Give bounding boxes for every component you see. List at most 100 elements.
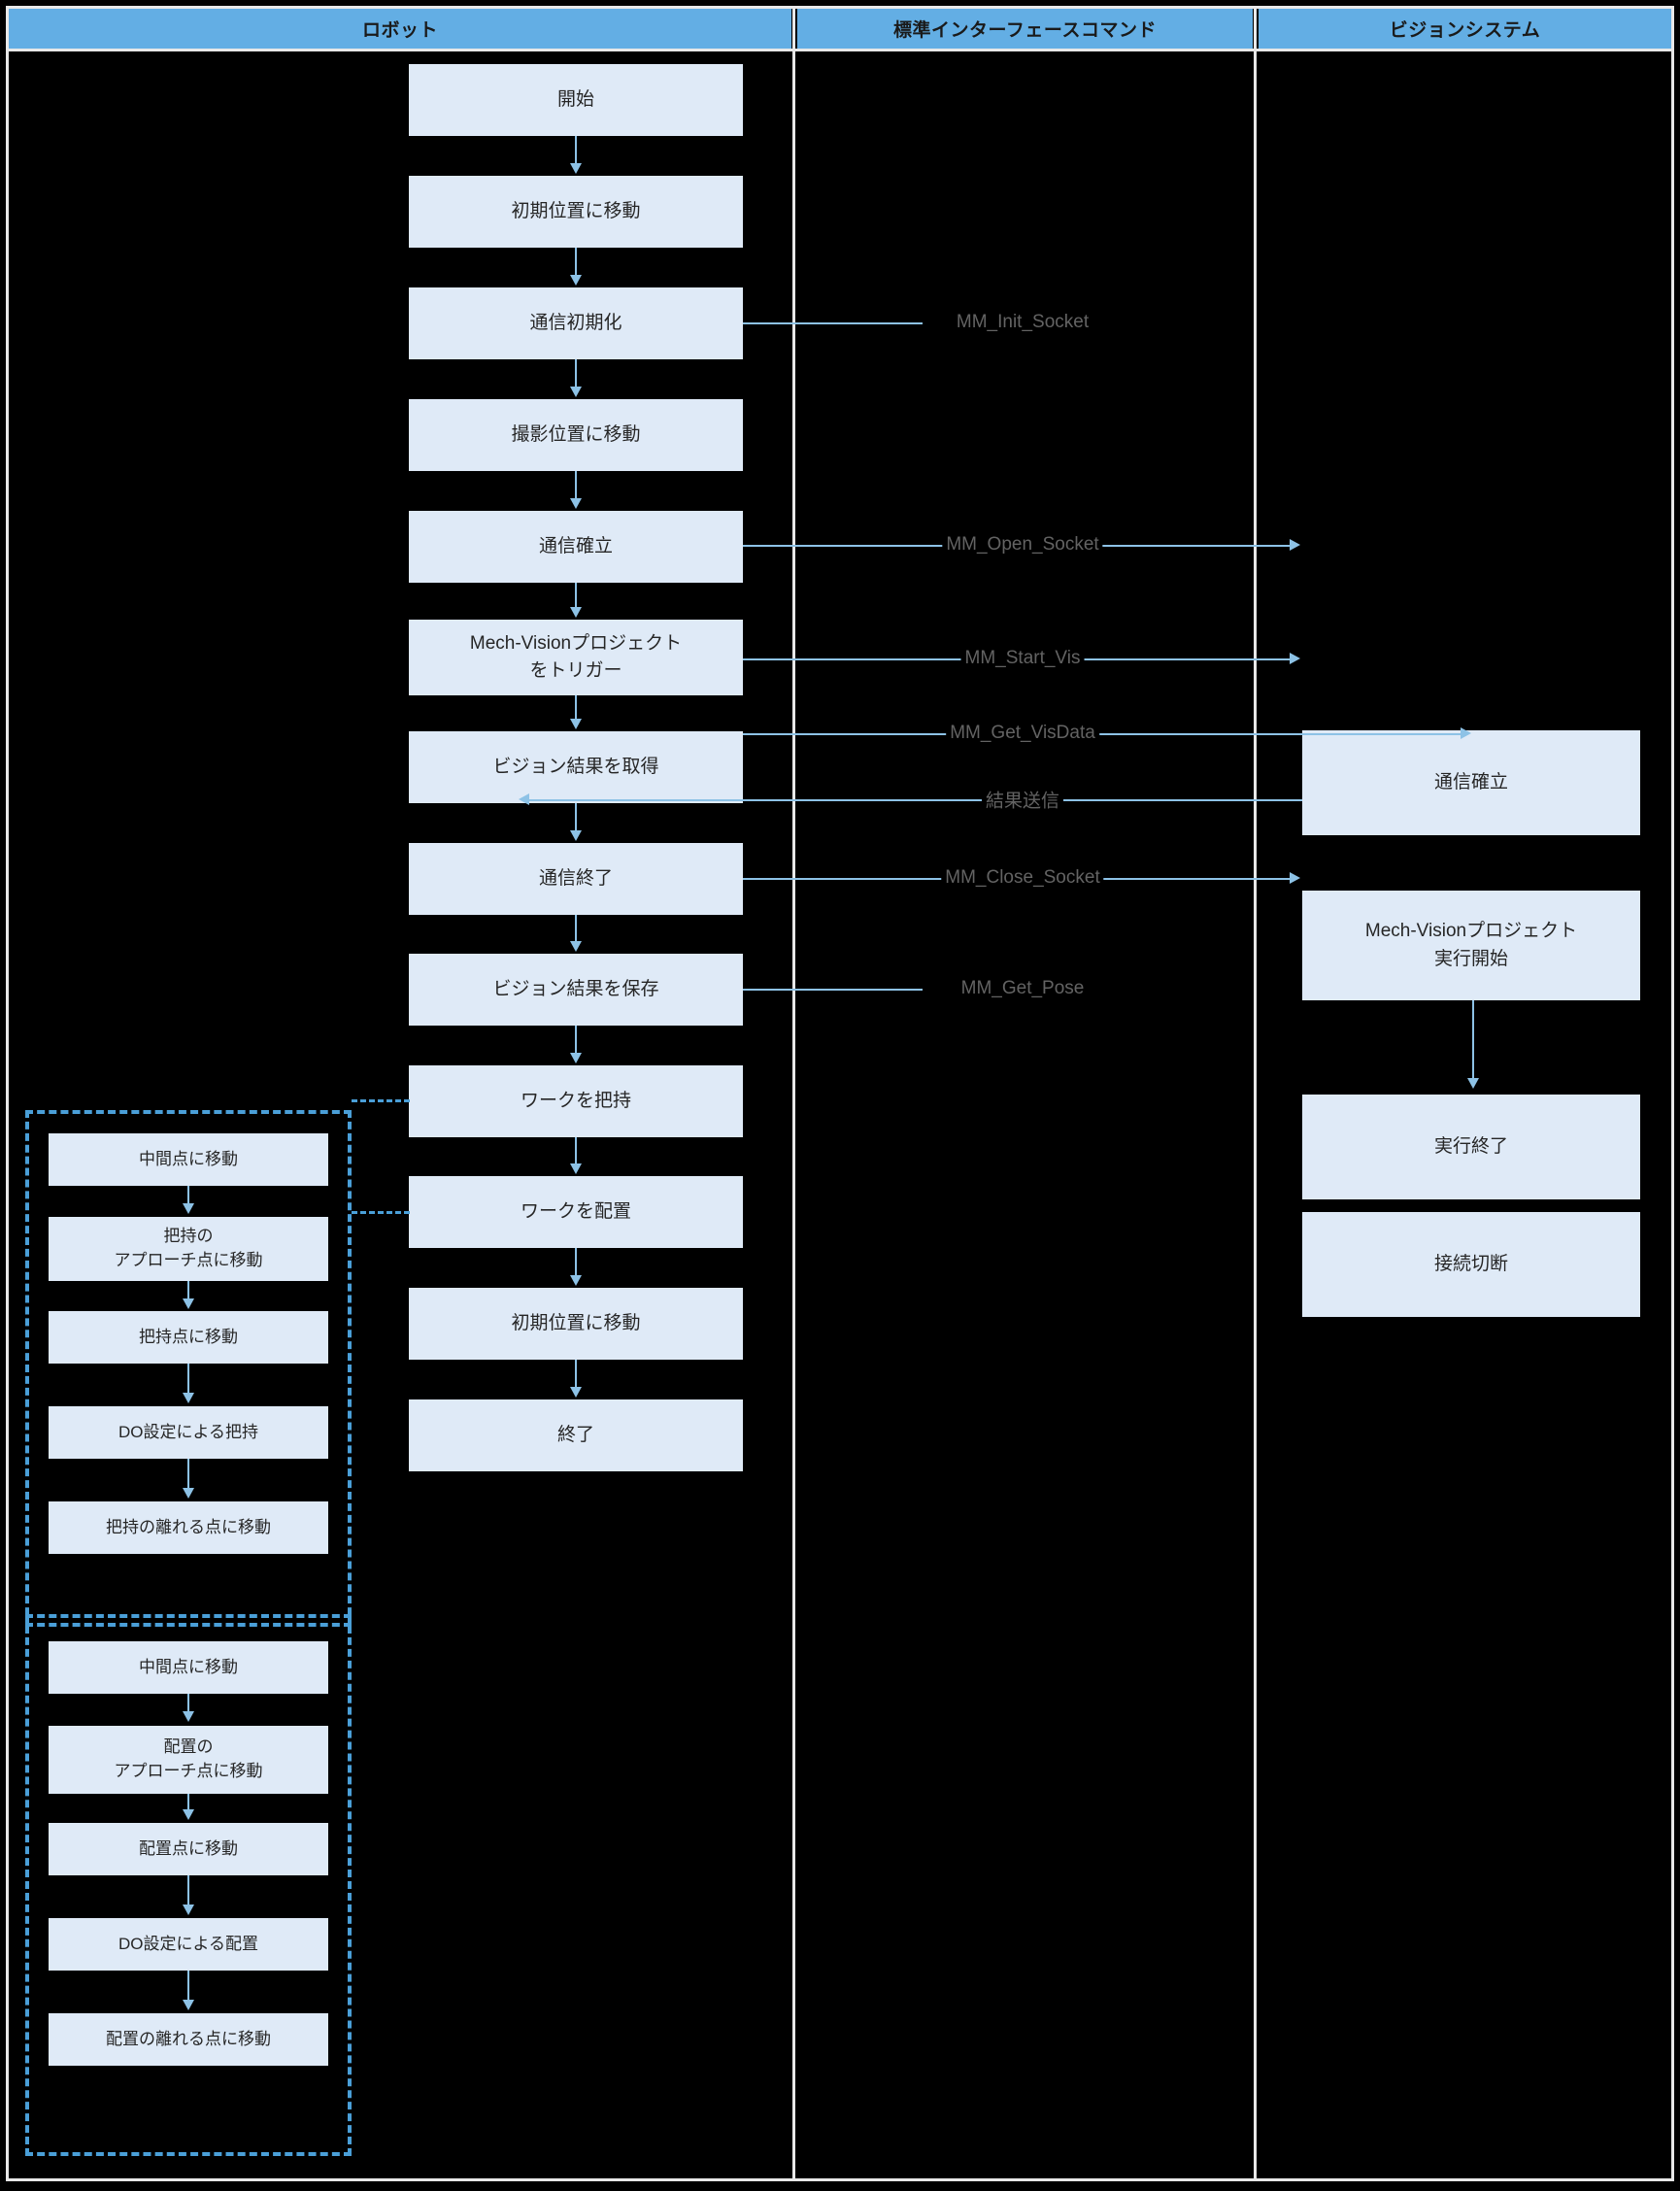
lane-header-interface: 標準インターフェースコマンド: [797, 9, 1253, 49]
process-box-pick-waypoint-label: 中間点に移動: [139, 1150, 238, 1169]
connector-placedo-to-departure: [187, 1971, 189, 2002]
connector-placepoint-to-do: [187, 1875, 189, 1906]
process-box-pick-departure[interactable]: 把持の離れる点に移動: [49, 1501, 328, 1554]
lane-header-vision-label: ビジョンシステム: [1389, 20, 1541, 41]
process-box-get-vision[interactable]: ビジョン結果を取得: [409, 731, 743, 803]
arrowhead-placeapproach-to-point: [183, 1809, 194, 1820]
process-box-move-home-1[interactable]: 初期位置に移動: [409, 176, 743, 248]
vision-box-start-project-label: Mech-Visionプロジェクト 実行開始: [1364, 921, 1578, 969]
arrowhead-capture-to-open: [570, 498, 582, 509]
process-box-start[interactable]: 開始: [409, 64, 743, 136]
arrowhead-getvision-to-close: [570, 830, 582, 841]
process-box-trigger-vision[interactable]: Mech-Visionプロジェクト をトリガー: [409, 620, 743, 695]
connector-placegroup-to-placework: [352, 1211, 410, 1214]
arrowhead-close-socket: [1290, 872, 1300, 884]
process-box-pick-departure-label: 把持の離れる点に移動: [106, 1518, 271, 1537]
vision-box-exec-done-label: 実行終了: [1433, 1135, 1508, 1157]
process-box-pick-point-label: 把持点に移動: [139, 1328, 238, 1347]
process-box-place-work[interactable]: ワークを配置: [409, 1176, 743, 1248]
process-box-place-departure-label: 配置の離れる点に移動: [106, 2030, 271, 2049]
process-box-move-capture-label: 撮影位置に移動: [511, 423, 641, 445]
arrowhead-open-socket: [1290, 539, 1300, 551]
arrowhead-place-to-home2: [570, 1275, 582, 1286]
process-box-move-home-2-label: 初期位置に移動: [511, 1312, 641, 1333]
command-label-mm-open-socket: MM_Open_Socket: [942, 534, 1103, 556]
process-box-place-waypoint[interactable]: 中間点に移動: [49, 1641, 328, 1694]
command-label-result-send-text: 結果送信: [985, 791, 1060, 812]
vision-box-disconnect[interactable]: 接続切断: [1302, 1212, 1640, 1317]
command-label-mm-close-socket: MM_Close_Socket: [941, 867, 1104, 889]
process-box-save-vision[interactable]: ビジョン結果を保存: [409, 954, 743, 1026]
vision-box-exec-done[interactable]: 実行終了: [1302, 1095, 1640, 1199]
process-box-init-comm-label: 通信初期化: [529, 312, 622, 333]
process-box-start-label: 開始: [556, 88, 594, 110]
arrowhead-result-send: [519, 793, 529, 805]
process-box-place-point-label: 配置点に移動: [139, 1839, 238, 1859]
connector-open-to-trigger: [575, 583, 577, 609]
connector-capture-to-open: [575, 471, 577, 500]
group-place-sequence: [25, 1614, 352, 2156]
arrowhead-home1-to-init: [570, 275, 582, 286]
vision-box-open-comm[interactable]: 通信確立: [1302, 730, 1640, 835]
process-box-close-comm[interactable]: 通信終了: [409, 843, 743, 915]
process-box-pick-approach[interactable]: 把持の アプローチ点に移動: [49, 1217, 328, 1281]
process-box-open-comm[interactable]: 通信確立: [409, 511, 743, 583]
connector-init-to-capture: [575, 359, 577, 388]
lane-header-interface-label: 標準インターフェースコマンド: [893, 20, 1157, 41]
process-box-place-departure[interactable]: 配置の離れる点に移動: [49, 2013, 328, 2066]
connector-home1-to-init: [575, 248, 577, 277]
command-label-mm-init-socket: MM_Init_Socket: [952, 312, 1093, 333]
arrowhead-close-to-save: [570, 941, 582, 952]
process-box-end[interactable]: 終了: [409, 1399, 743, 1471]
process-box-pick-approach-label: 把持の アプローチ点に移動: [114, 1227, 263, 1269]
connector-place-to-home2: [575, 1248, 577, 1277]
arrowhead-init-to-capture: [570, 387, 582, 397]
process-box-get-vision-label: ビジョン結果を取得: [492, 756, 659, 777]
process-box-place-waypoint-label: 中間点に移動: [139, 1658, 238, 1677]
process-box-pick-do-label: DO設定による把持: [118, 1423, 258, 1442]
arrowhead-start-to-home1: [570, 163, 582, 174]
process-box-pick-work-label: ワークを把持: [520, 1090, 631, 1111]
arrowhead-start-vis: [1290, 653, 1300, 664]
arrowhead-pickwp-to-approach: [183, 1203, 194, 1214]
connector-get-pose: [743, 989, 923, 991]
command-label-mm-get-visdata-text: MM_Get_VisData: [950, 723, 1095, 743]
process-box-close-comm-label: 通信終了: [538, 867, 613, 889]
connector-home2-to-end: [575, 1360, 577, 1389]
process-box-pick-point[interactable]: 把持点に移動: [49, 1311, 328, 1364]
process-box-place-approach-label: 配置の アプローチ点に移動: [114, 1737, 263, 1780]
process-box-pick-waypoint[interactable]: 中間点に移動: [49, 1133, 328, 1186]
process-box-pick-do[interactable]: DO設定による把持: [49, 1406, 328, 1459]
command-label-mm-get-pose: MM_Get_Pose: [957, 978, 1089, 999]
lane-header-robot: ロボット: [9, 9, 791, 49]
command-label-mm-close-socket-text: MM_Close_Socket: [945, 867, 1100, 888]
process-box-move-capture[interactable]: 撮影位置に移動: [409, 399, 743, 471]
command-label-result-send: 結果送信: [981, 786, 1064, 813]
connector-pickgroup-to-pickwork: [352, 1099, 410, 1102]
process-box-place-point[interactable]: 配置点に移動: [49, 1823, 328, 1875]
process-box-place-approach[interactable]: 配置の アプローチ点に移動: [49, 1726, 328, 1794]
lane-header-robot-label: ロボット: [361, 20, 438, 41]
connector-get-visdata: [743, 733, 1462, 735]
command-label-mm-start-vis-text: MM_Start_Vis: [964, 648, 1081, 668]
lane-divider-2: [1254, 6, 1257, 2181]
arrowhead-placepoint-to-do: [183, 1904, 194, 1915]
process-box-end-label: 終了: [556, 1424, 594, 1445]
connector-pick-to-place: [575, 1137, 577, 1165]
process-box-pick-work[interactable]: ワークを把持: [409, 1065, 743, 1137]
arrowhead-pickapproach-to-point: [183, 1298, 194, 1309]
connector-start-to-home1: [575, 136, 577, 165]
process-box-move-home-2[interactable]: 初期位置に移動: [409, 1288, 743, 1360]
connector-pickwp-to-approach: [187, 1186, 189, 1205]
connector-pickdo-to-departure: [187, 1459, 189, 1490]
connector-close-to-save: [575, 915, 577, 943]
connector-pickapproach-to-point: [187, 1281, 189, 1300]
process-box-move-home-1-label: 初期位置に移動: [511, 200, 641, 221]
vision-box-start-project[interactable]: Mech-Visionプロジェクト 実行開始: [1302, 891, 1640, 1000]
process-box-place-do[interactable]: DO設定による配置: [49, 1918, 328, 1971]
process-box-init-comm[interactable]: 通信初期化: [409, 287, 743, 359]
connector-getvision-to-close: [575, 803, 577, 832]
command-label-mm-open-socket-text: MM_Open_Socket: [946, 534, 1099, 555]
lane-divider-1: [792, 6, 795, 2181]
